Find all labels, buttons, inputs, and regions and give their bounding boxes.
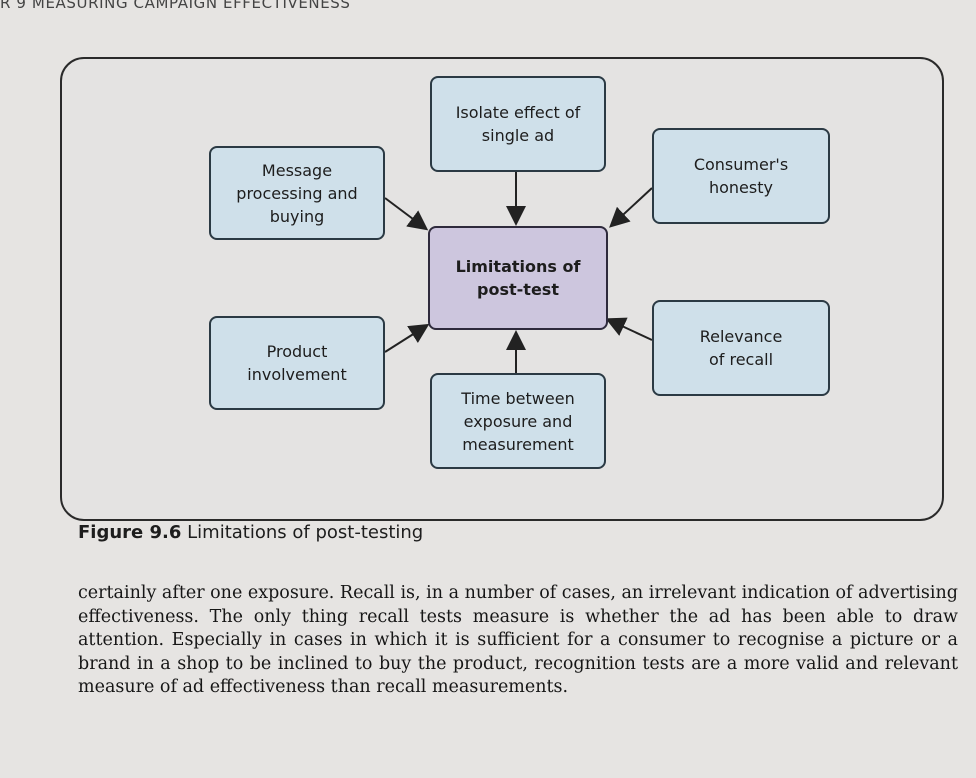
box-time-between: Time between exposure and measurement: [430, 373, 606, 469]
box-limitations-center: Limitations of post-test: [428, 226, 608, 330]
arrow-bottom-right: [605, 317, 653, 341]
box-product-involvement: Product involvement: [209, 316, 385, 410]
caption-text: Limitations of post-testing: [187, 522, 424, 543]
running-head: R 9 MEASURING CAMPAIGN EFFECTIVENESS: [0, 0, 351, 12]
body-paragraph: certainly after one exposure. Recall is,…: [78, 583, 958, 697]
box-message-processing: Message processing and buying: [209, 146, 385, 240]
arrow-top-right: [609, 187, 653, 228]
box-consumer-honesty: Consumer's honesty: [652, 128, 830, 224]
figure-caption: Figure 9.6 Limitations of post-testing: [78, 522, 423, 543]
arrow-top-left: [384, 197, 429, 231]
arrow-bottom-left: [384, 323, 430, 353]
caption-label: Figure 9.6: [78, 522, 182, 543]
box-isolate-effect: Isolate effect of single ad: [430, 76, 606, 172]
box-relevance-of-recall: Relevance of recall: [652, 300, 830, 396]
